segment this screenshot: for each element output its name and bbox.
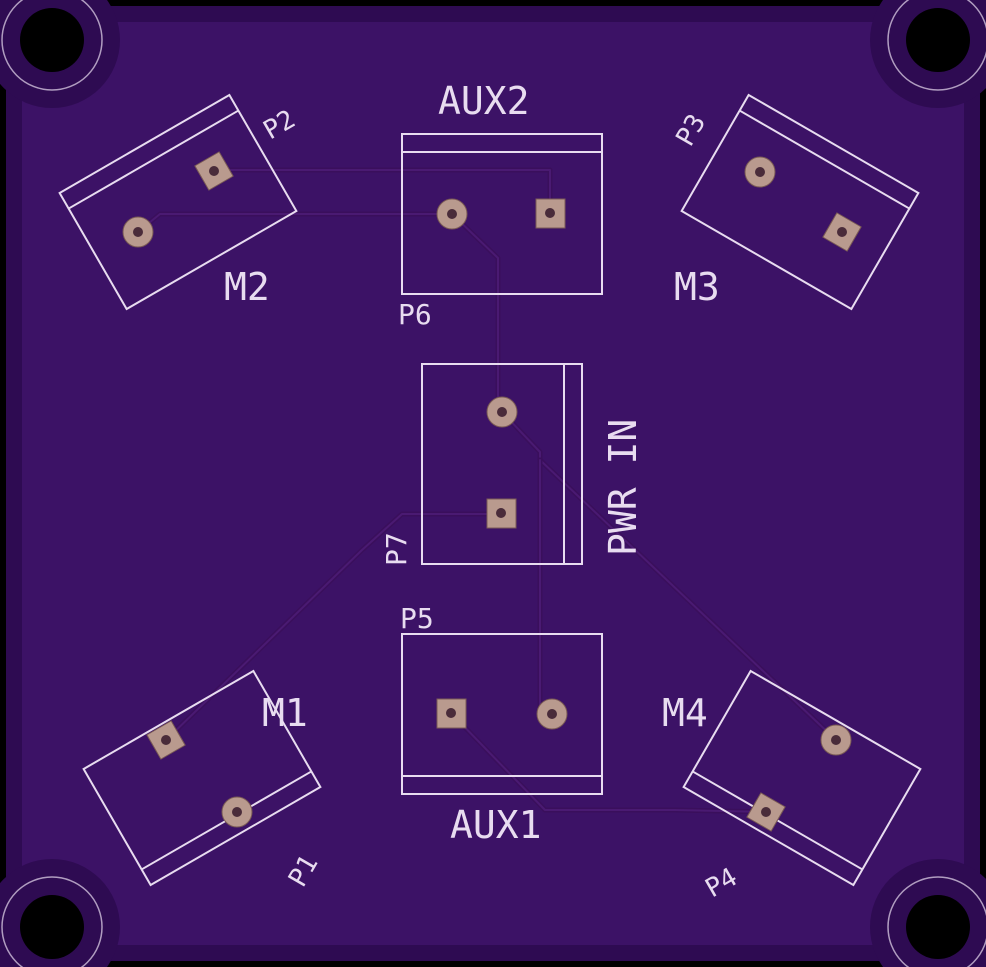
m2-label: M2	[224, 265, 270, 309]
m1-label: M1	[262, 691, 308, 735]
aux1-label: AUX1	[450, 803, 542, 847]
connector-aux1: AUX1 P5	[400, 602, 603, 847]
connector-pwr-in: PWR IN P7	[380, 363, 645, 566]
connector-m2: M2 P2	[58, 93, 301, 311]
connector-aux2: AUX2 P6	[398, 79, 603, 331]
aux2-label: AUX2	[438, 79, 530, 123]
board-copper-pour	[22, 22, 964, 945]
m3-label: M3	[674, 265, 720, 309]
p5-pad-square	[436, 698, 467, 729]
mount-hole-bottom-left	[0, 859, 120, 967]
mount-hole-top-right	[870, 0, 986, 108]
mount-hole-bottom-right	[870, 859, 986, 967]
mount-hole-top-left	[0, 0, 120, 108]
copper-traces	[135, 167, 839, 815]
p7-pad-square	[486, 498, 517, 529]
p7-ref: P7	[380, 532, 413, 566]
p6-ref: P6	[398, 298, 432, 331]
pwr-in-label: PWR IN	[601, 419, 645, 556]
m4-label: M4	[662, 691, 708, 735]
p5-ref: P5	[400, 602, 434, 635]
